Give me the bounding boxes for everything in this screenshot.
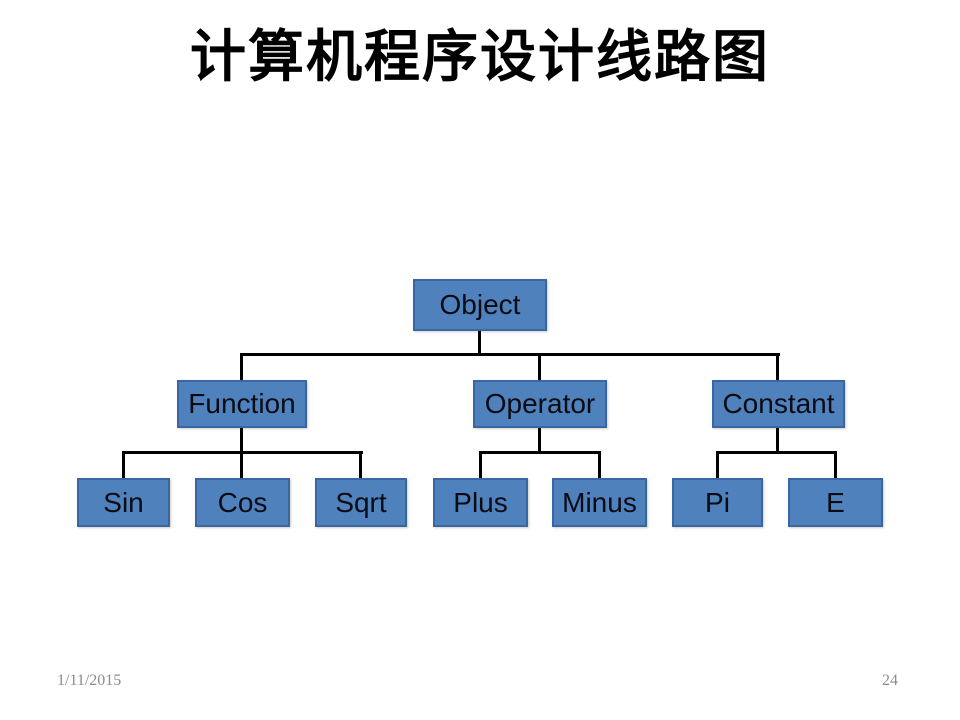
connector-object-stem bbox=[478, 331, 481, 356]
node-plus: Plus bbox=[433, 478, 528, 527]
node-sqrt: Sqrt bbox=[315, 478, 407, 527]
node-pi: Pi bbox=[672, 478, 763, 527]
node-cos: Cos bbox=[195, 478, 290, 527]
connector-operator-stem bbox=[538, 428, 541, 453]
connector-operator-bus bbox=[479, 451, 601, 454]
node-e: E bbox=[788, 478, 883, 527]
connector-drop-operator bbox=[538, 353, 541, 380]
connector-constant-bus bbox=[716, 451, 837, 454]
connector-drop-e bbox=[834, 451, 837, 478]
connector-drop-pi bbox=[716, 451, 719, 478]
slide-title: 计算机程序设计线路图 bbox=[190, 24, 770, 90]
node-operator: Operator bbox=[473, 380, 607, 428]
node-sin: Sin bbox=[77, 478, 170, 527]
connector-drop-sin bbox=[122, 451, 125, 478]
connector-drop-sqrt bbox=[359, 451, 362, 478]
node-function: Function bbox=[177, 380, 307, 428]
connector-function-stem bbox=[240, 428, 243, 453]
node-object: Object bbox=[413, 279, 547, 331]
node-minus: Minus bbox=[552, 478, 647, 527]
connector-drop-cos bbox=[240, 451, 243, 478]
node-constant: Constant bbox=[712, 380, 845, 428]
connector-drop-plus bbox=[479, 451, 482, 478]
footer-date: 1/11/2015 bbox=[57, 672, 122, 689]
connector-drop-function bbox=[240, 353, 243, 380]
page-number: 24 bbox=[882, 672, 898, 689]
connector-level2-bus bbox=[240, 353, 780, 356]
connector-drop-constant bbox=[776, 353, 779, 380]
connector-drop-minus bbox=[598, 451, 601, 478]
connector-constant-stem bbox=[776, 428, 779, 453]
